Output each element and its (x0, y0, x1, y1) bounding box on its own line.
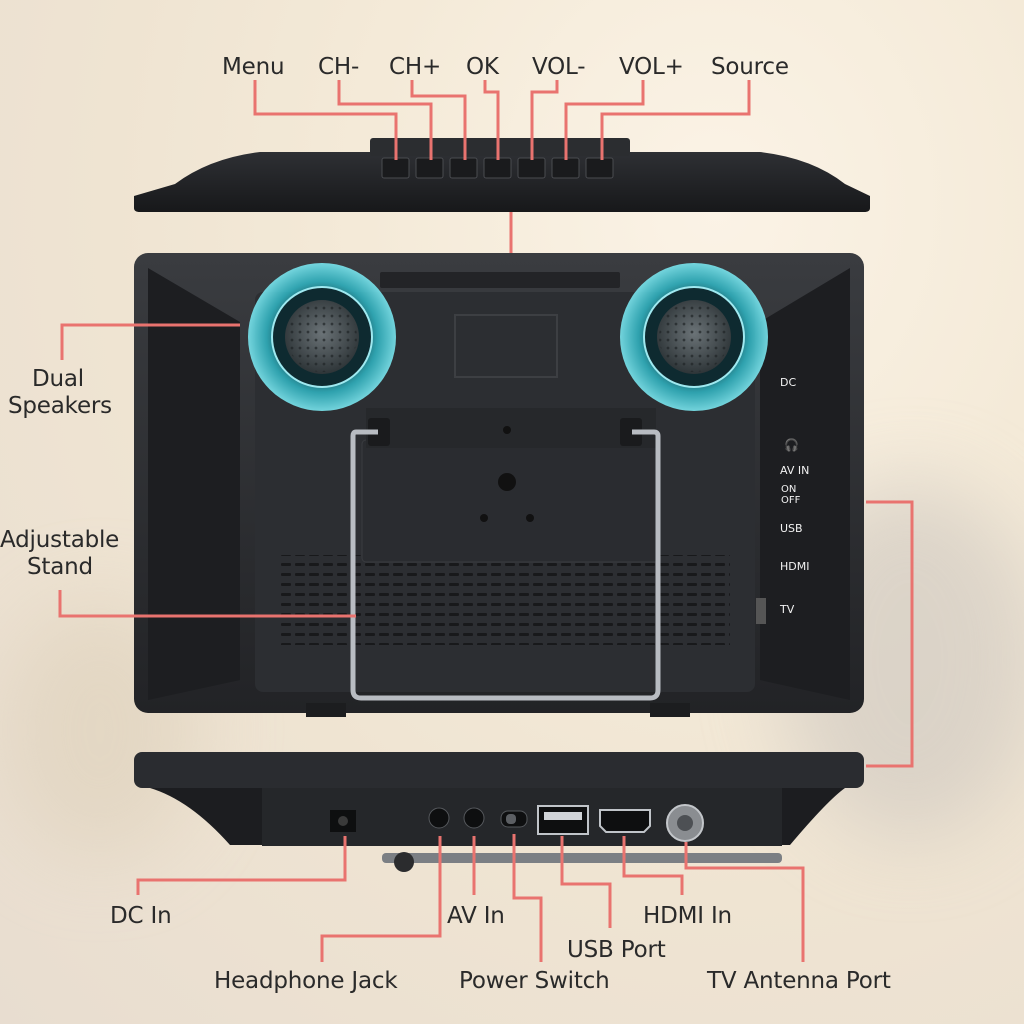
side-label-hdmi: HDMI (780, 560, 810, 573)
label-hdmi-in: HDMI In (643, 903, 732, 929)
bottom-view (134, 752, 864, 872)
label-menu: Menu (222, 54, 285, 80)
side-label-dc: DC (780, 376, 797, 389)
leader-lines (58, 80, 914, 962)
menu-button[interactable] (381, 157, 410, 179)
label-adjustable-stand-1: Adjustable (0, 527, 120, 553)
headphone-jack-port[interactable] (428, 807, 450, 829)
side-label-av-in: AV IN (780, 464, 810, 477)
label-vol-minus: VOL- (532, 54, 586, 80)
label-ch-plus: CH+ (389, 54, 442, 80)
vol-minus-button[interactable] (517, 157, 546, 179)
headphone-icon: 🎧 (784, 438, 799, 452)
ch-plus-button[interactable] (449, 157, 478, 179)
label-power-switch: Power Switch (459, 968, 610, 994)
source-button[interactable] (585, 157, 614, 179)
label-source: Source (711, 54, 789, 80)
right-speaker (620, 263, 768, 411)
hdmi-port[interactable] (599, 809, 651, 833)
label-tv-antenna-port: TV Antenna Port (707, 968, 891, 994)
top-button-row (381, 157, 614, 179)
ok-button[interactable] (483, 157, 512, 179)
label-headphone-jack: Headphone Jack (214, 968, 398, 994)
label-vol-plus: VOL+ (619, 54, 684, 80)
label-av-in: AV In (447, 903, 505, 929)
av-in-port[interactable] (463, 807, 485, 829)
label-ok: OK (466, 54, 499, 80)
label-dc-in: DC In (110, 903, 172, 929)
vol-plus-button[interactable] (551, 157, 580, 179)
side-label-on: ON (781, 484, 797, 495)
label-dual-speakers-2: Speakers (8, 393, 112, 419)
tv-antenna-side (756, 598, 766, 624)
label-ch-minus: CH- (318, 54, 360, 80)
side-label-tv: TV (780, 603, 795, 616)
label-usb-port: USB Port (567, 937, 666, 963)
adjustable-stand[interactable] (350, 408, 661, 701)
top-view (134, 138, 870, 212)
back-view (134, 253, 864, 717)
ch-minus-button[interactable] (415, 157, 444, 179)
left-speaker (248, 263, 396, 411)
label-adjustable-stand-2: Stand (27, 554, 93, 580)
side-label-off: OFF (781, 495, 801, 506)
side-label-usb: USB (780, 522, 803, 535)
label-dual-speakers-1: Dual (32, 366, 84, 392)
